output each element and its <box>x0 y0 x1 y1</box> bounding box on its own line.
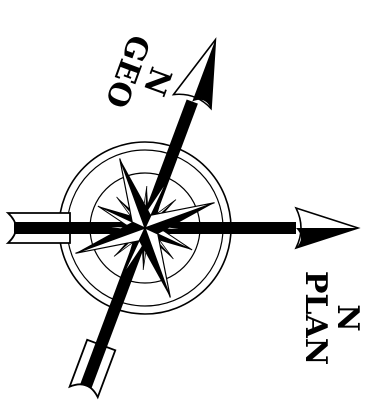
plan-text-group: PLAN <box>298 271 333 365</box>
plan-north-label: N <box>330 304 365 331</box>
plan-label: PLAN <box>298 271 333 365</box>
plan-n-group: N <box>330 304 365 331</box>
